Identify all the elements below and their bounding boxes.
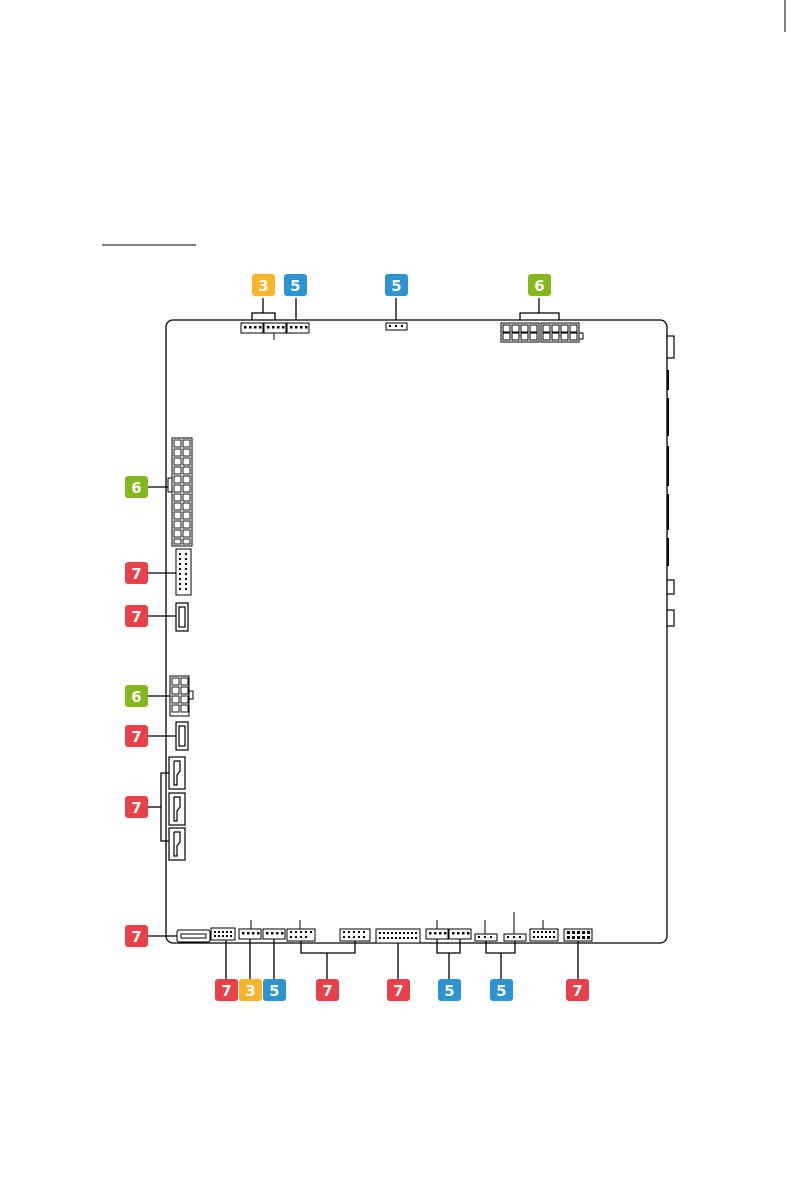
badge-label: 5 — [269, 982, 279, 1000]
badge-left-7d: 7 — [125, 796, 148, 818]
usb-c-front-header-2 — [176, 722, 188, 750]
badge-label: 3 — [245, 982, 255, 1000]
badge-left-6a: 6 — [125, 476, 148, 498]
bottom-leader-lines — [226, 939, 578, 979]
badge-label: 7 — [131, 928, 141, 946]
badge-top-3: 3 — [252, 274, 275, 296]
badge-label: 7 — [393, 982, 403, 1000]
badge-label: 5 — [444, 982, 454, 1000]
badge-label: 6 — [534, 277, 544, 295]
badge-top-6: 6 — [528, 274, 551, 296]
badge-label: 7 — [322, 982, 332, 1000]
badge-top-5a: 5 — [284, 274, 307, 296]
badge-bot-5c: 5 — [490, 979, 513, 1001]
badge-top-5b: 5 — [385, 274, 408, 296]
atx-power-connector — [168, 438, 192, 546]
badge-label: 7 — [131, 799, 141, 817]
badge-label: 7 — [572, 982, 582, 1000]
usb3-front-header — [176, 549, 191, 595]
badge-bot-7b: 7 — [316, 979, 339, 1001]
badge-label: 5 — [290, 277, 300, 295]
usb-c-front-header — [176, 603, 188, 631]
badge-label: 6 — [131, 688, 141, 706]
badge-bot-7a: 7 — [215, 979, 238, 1001]
badge-label: 5 — [391, 277, 401, 295]
badge-bot-5a: 5 — [263, 979, 286, 1001]
cpu-power-connectors — [501, 323, 583, 342]
badge-left-7e: 7 — [125, 925, 148, 947]
callout-badges: 3 5 5 6 6 7 7 6 — [125, 274, 589, 1001]
badge-bot-3: 3 — [239, 979, 262, 1001]
badge-label: 7 — [131, 608, 141, 626]
pcie-power-connector — [170, 676, 193, 716]
badge-bot-7d: 7 — [566, 979, 589, 1001]
top-fan-headers — [241, 323, 407, 340]
badge-bot-7c: 7 — [387, 979, 410, 1001]
rear-io-edge — [667, 336, 674, 626]
bottom-connectors — [177, 928, 592, 943]
top-leader-lines — [252, 298, 559, 320]
board-outline — [166, 320, 667, 943]
badge-label: 5 — [496, 982, 506, 1000]
badge-left-6b: 6 — [125, 685, 148, 707]
badge-label: 3 — [258, 277, 268, 295]
badge-left-7a: 7 — [125, 562, 148, 584]
badge-label: 6 — [131, 479, 141, 497]
badge-left-7b: 7 — [125, 605, 148, 627]
badge-label: 7 — [221, 982, 231, 1000]
badge-label: 7 — [131, 728, 141, 746]
badge-bot-5b: 5 — [438, 979, 461, 1001]
sata-ports — [169, 757, 185, 860]
badge-left-7c: 7 — [125, 725, 148, 747]
badge-label: 7 — [131, 565, 141, 583]
